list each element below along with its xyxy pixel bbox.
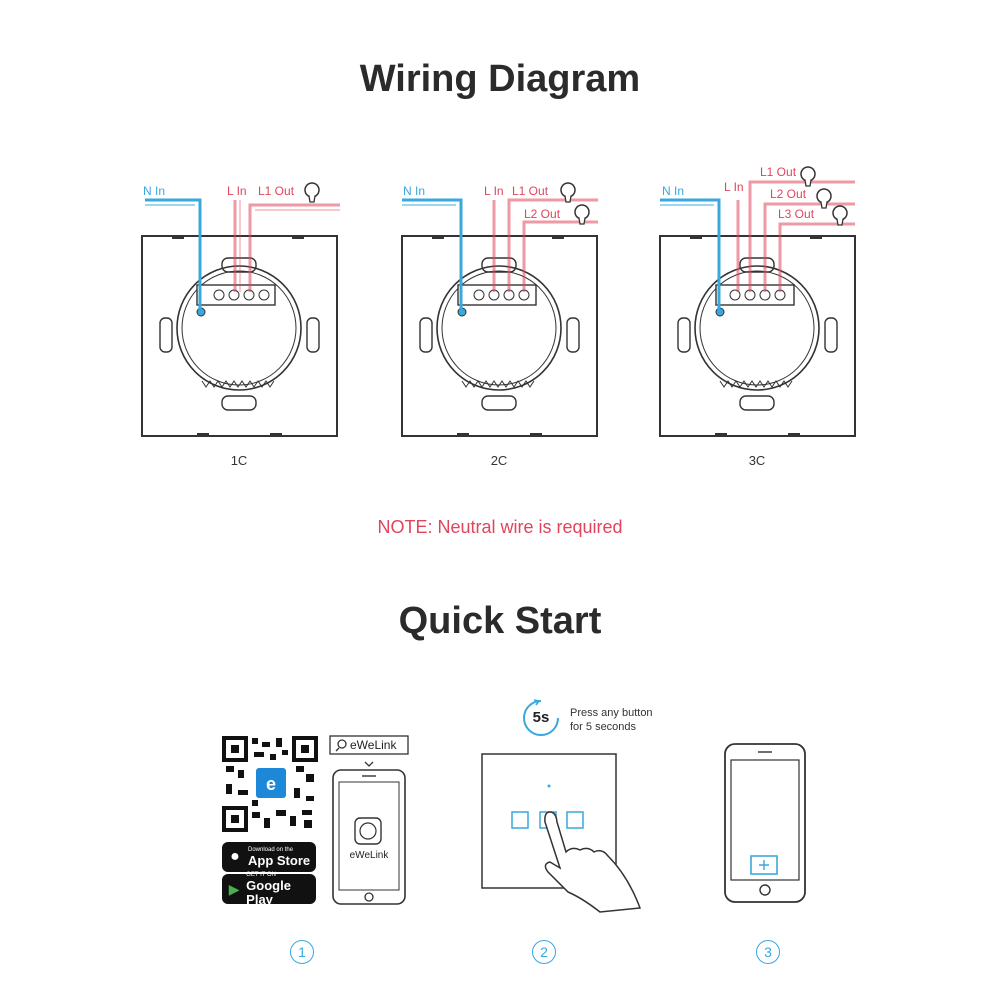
panel-3c-l2-out-label: L2 Out (770, 187, 807, 201)
panel-1c-l-in-label: L In (227, 184, 247, 198)
panel-2c-l1-out-label: L1 Out (512, 184, 549, 198)
google-play-small-text: GET IT ON (246, 871, 276, 878)
search-icon (337, 739, 347, 749)
phone-3 (724, 743, 806, 903)
step-3-marker: 3 (756, 940, 780, 964)
panel-1c (141, 182, 340, 438)
neutral-wire-note: NOTE: Neutral wire is required (377, 517, 623, 537)
qr-code (222, 736, 318, 832)
step-2-marker: 2 (532, 940, 556, 964)
panel-3c-l3-out-label: L3 Out (778, 207, 815, 221)
google-play-icon: ▶ (228, 880, 240, 897)
panel-3c (659, 166, 856, 438)
search-box (329, 735, 409, 755)
search-label: eWeLink (350, 738, 397, 752)
panel-3c-n-in-label: N In (662, 184, 685, 198)
chevron-down-icon (364, 761, 374, 767)
wiring-diagram-title: Wiring Diagram (359, 58, 641, 100)
google-play-big-text: Google Play (246, 877, 291, 907)
panel-2c-l-in-label: L In (484, 184, 504, 198)
add-device-icon (759, 860, 769, 870)
google-play-badge[interactable]: ▶ GET IT ON Google Play (222, 871, 316, 907)
press-hint-line-1: Press any button (570, 707, 653, 719)
step-1-marker: 1 (290, 940, 314, 964)
press-hint-line-2: for 5 seconds (570, 721, 637, 733)
finger-press-icon (544, 811, 642, 913)
app-store-badge[interactable]: ● Download on the App Store (222, 842, 316, 872)
panel-1c-caption: 1C (230, 453, 248, 468)
app-store-small-text: Download on the (248, 846, 294, 853)
panel-2c-caption: 2C (490, 453, 508, 468)
app-name-label: eWeLink (349, 850, 389, 861)
panel-1c-l1-out-label: L1 Out (258, 184, 295, 198)
apple-icon: ● (230, 848, 240, 865)
phone-1 (332, 769, 406, 905)
panel-2c-n-in-label: N In (403, 184, 426, 198)
panel-2c-l2-out-label: L2 Out (524, 207, 561, 221)
timer-label: 5s (532, 709, 550, 726)
panel-3c-l-in-label: L In (724, 180, 744, 194)
app-store-big-text: App Store (248, 852, 311, 868)
timer-icon (523, 700, 559, 736)
panel-3c-caption: 3C (748, 453, 766, 468)
qr-logo-text: e (265, 774, 276, 794)
quick-start-title: Quick Start (398, 600, 602, 642)
panel-3c-l1-out-label: L1 Out (760, 165, 797, 179)
panel-1c-n-in-label: N In (143, 184, 166, 198)
panel-2c (401, 182, 598, 438)
